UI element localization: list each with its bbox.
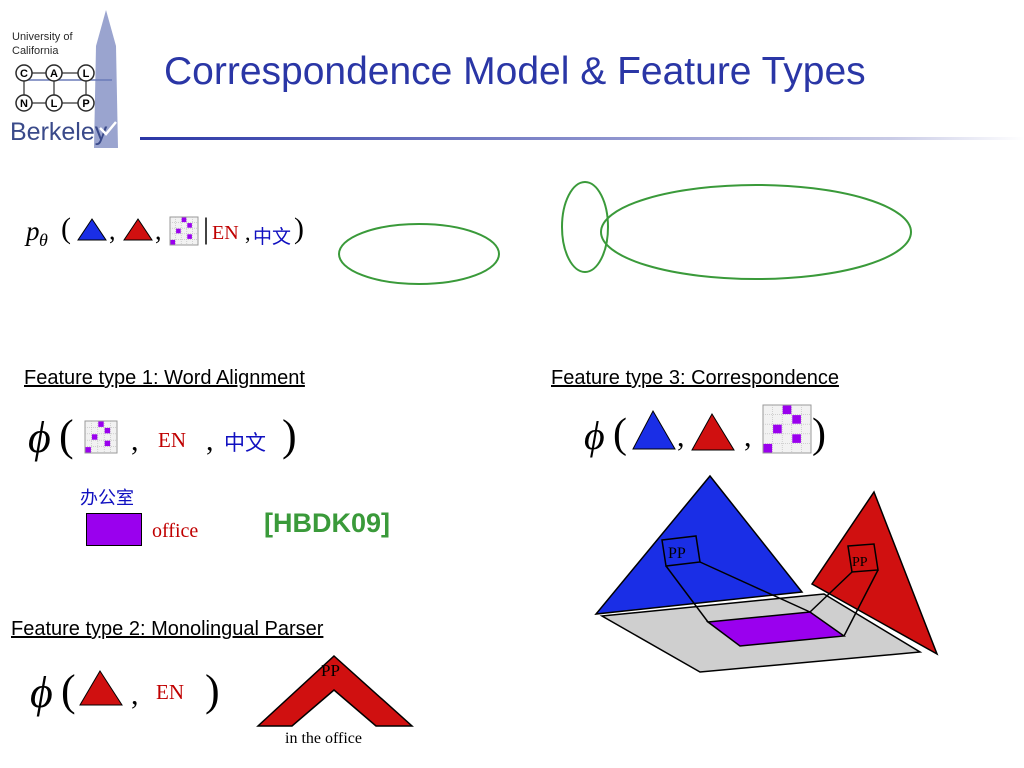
logo-university: University of	[12, 31, 73, 43]
title-divider	[140, 137, 1024, 140]
node-l1-label: L	[83, 68, 90, 80]
model-open-paren: (	[61, 212, 71, 245]
campanile-shape	[94, 10, 118, 148]
node-c-label: C	[20, 68, 28, 80]
feature1-word-zh: 办公室	[80, 488, 134, 509]
model-bar: |	[203, 212, 210, 245]
campanile-logo-graphic: C A L N L P University of California Ber…	[10, 10, 118, 148]
ellipse-group	[338, 181, 912, 285]
feature1-en: EN	[158, 428, 186, 452]
model-theta: θ	[39, 230, 48, 250]
ellipse-tall	[561, 181, 609, 273]
feature2-phrase: in the office	[285, 730, 363, 747]
feature2-open-paren: (	[61, 666, 76, 715]
blue-tree-shape	[594, 474, 804, 615]
feature3-comma-1: ,	[677, 420, 685, 453]
pp-tree-shape	[256, 654, 414, 727]
model-p: p	[26, 216, 40, 246]
logo-berkeley: Berkeley	[10, 118, 108, 146]
feature1-zh: 中文	[224, 431, 266, 455]
ellipse-wide	[600, 184, 912, 280]
feature3-title: Feature type 3: Correspondence	[551, 367, 839, 389]
model-comma-2: ,	[155, 216, 162, 245]
feature1-comma-1: ,	[131, 424, 139, 457]
logo-california: California	[12, 45, 59, 57]
node-graph: C A L N L P	[15, 64, 95, 112]
alignment-cell-box	[86, 513, 142, 546]
feature1-open-paren: (	[59, 411, 74, 460]
feature1-word-en: office	[152, 520, 199, 542]
alignment-grid-icon	[169, 216, 199, 246]
check-icon	[99, 121, 117, 136]
feature1-comma-2: ,	[206, 424, 214, 457]
feature3-red-tree-icon	[691, 413, 735, 451]
node-n-label: N	[20, 98, 28, 110]
feature1-phi: ϕ	[28, 413, 51, 462]
node-p-label: P	[82, 98, 89, 110]
blue-tree-icon	[77, 218, 107, 241]
feature2-comma: ,	[131, 678, 139, 711]
feature2-red-tree-icon	[79, 670, 123, 706]
feature3-phi: ϕ	[584, 413, 605, 458]
feature2-close-paren: )	[205, 666, 220, 715]
feature3-open-paren: (	[613, 411, 627, 457]
node-l2-label: L	[51, 98, 58, 110]
feature3-grid-icon	[762, 404, 812, 454]
feature1-grid-icon	[84, 420, 118, 454]
feature2-phi: ϕ	[30, 668, 53, 717]
feature3-close-paren: )	[812, 411, 826, 457]
node-a-label: A	[50, 68, 58, 80]
model-en: EN	[212, 222, 239, 244]
red-tree-shape	[810, 490, 939, 656]
feature3-comma-2: ,	[744, 420, 752, 453]
feature1-close-paren: )	[282, 411, 297, 460]
feature2-en: EN	[156, 680, 184, 704]
model-comma-1: ,	[109, 216, 116, 245]
red-tree-icon	[123, 218, 153, 241]
ellipse-left	[338, 223, 500, 285]
feature3-pp-red: PP	[852, 555, 868, 570]
feature2-title: Feature type 2: Monolingual Parser	[11, 618, 324, 640]
page-title: Correspondence Model & Feature Types	[164, 50, 866, 93]
citation: [HBDK09]	[264, 508, 391, 538]
correspondence-diagram: PP PP	[594, 474, 939, 673]
model-zh: 中文	[253, 226, 292, 248]
pp-tree-diagram	[256, 654, 414, 727]
feature3-blue-tree-icon	[632, 409, 676, 450]
feature3-pp-blue: PP	[668, 545, 686, 562]
feature1-title: Feature type 1: Word Alignment	[24, 367, 305, 389]
model-close-paren: )	[294, 212, 304, 245]
model-comma-3: ,	[245, 220, 251, 245]
feature2-pp-label: PP	[321, 661, 340, 680]
